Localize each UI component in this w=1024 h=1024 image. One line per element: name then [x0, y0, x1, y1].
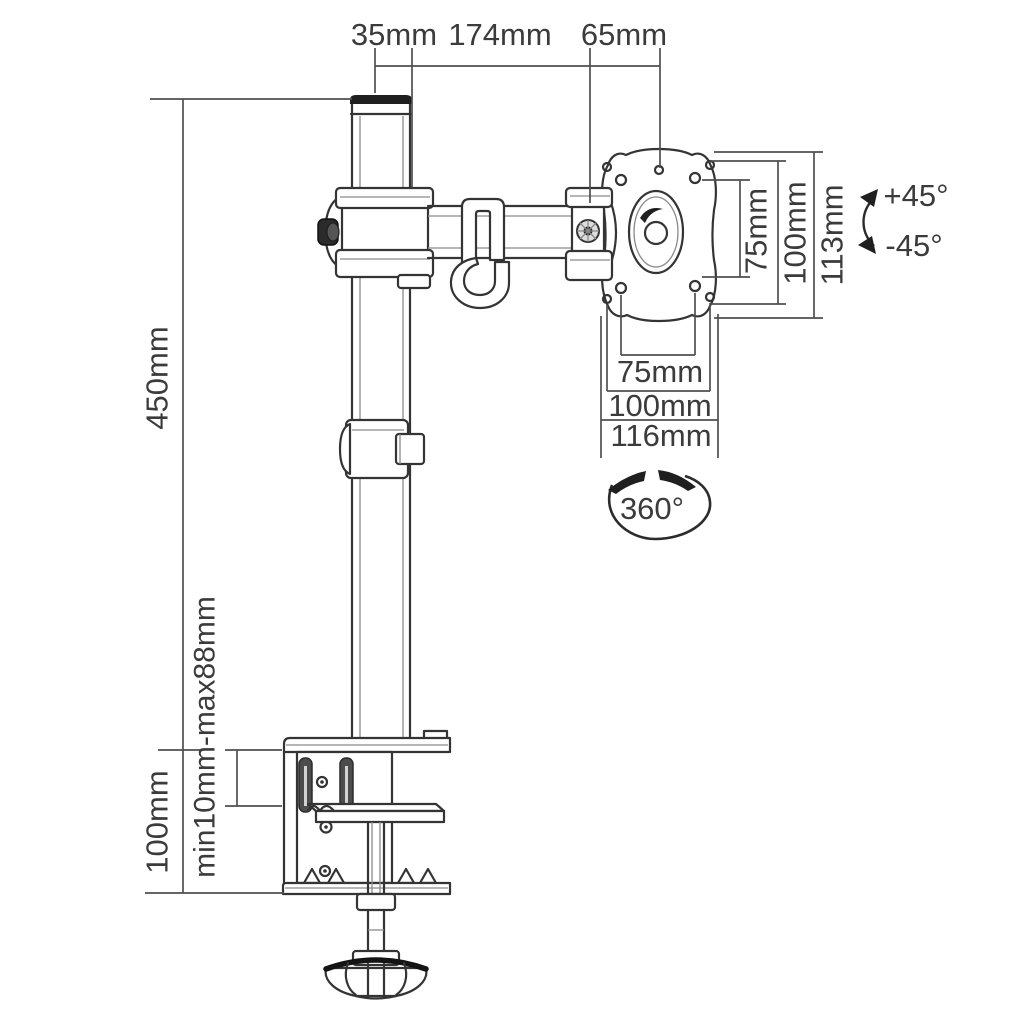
collar-left-cap	[338, 422, 352, 476]
vesa-center-boss	[627, 189, 685, 275]
dim-label-vesa-inner-v: 75mm	[739, 188, 774, 274]
arm-pole-collar	[317, 186, 435, 290]
pole-top-cap	[350, 95, 412, 104]
dim-top: 35mm 174mm 65mm	[351, 17, 667, 203]
vesa-hole-inner	[614, 281, 628, 295]
knob-bowl	[324, 966, 428, 998]
swivel-ellipse	[607, 474, 712, 541]
swivel-annotation: 360°	[607, 470, 712, 541]
grip-tooth	[418, 867, 438, 885]
rod-boss	[355, 892, 397, 912]
joint-top-flange	[564, 186, 614, 209]
vesa-hole-outer	[601, 293, 613, 305]
knob-rim	[323, 957, 429, 972]
arm-collar-top-flange	[334, 186, 435, 210]
swivel-label: 360°	[620, 491, 684, 526]
dim-label-pole-height: 450mm	[140, 326, 175, 429]
vesa-hole-top-center	[653, 164, 665, 176]
vesa-center-hole	[643, 220, 669, 246]
joint-bottom-flange	[564, 249, 614, 282]
vesa-hole-inner	[688, 279, 702, 293]
pole-height-collar	[338, 418, 426, 480]
vesa-hole-inner	[614, 173, 628, 187]
tilt-arrow-up-icon	[860, 189, 878, 207]
boss-notch-mark	[640, 208, 663, 223]
dim-label-vesa-outer-v: 100mm	[778, 181, 813, 284]
arm-collar-tab	[396, 273, 432, 290]
clip-hook	[449, 256, 511, 310]
dim-label-vesa-height: 113mm	[815, 184, 850, 285]
vesa-plate	[601, 147, 717, 323]
slot-highlight	[345, 766, 348, 806]
arm-tube	[426, 204, 592, 260]
knob-bottom-lip	[354, 994, 398, 1000]
tilt-arrow-down-icon	[858, 236, 876, 254]
swivel-arrow-left-icon	[608, 471, 646, 494]
vesa-hole-inner	[688, 171, 702, 185]
clamp-hole-center	[323, 869, 327, 873]
dim-label-pole-offset: 35mm	[351, 17, 437, 52]
clamp-hole-center	[320, 780, 324, 784]
collar-knob	[394, 432, 426, 466]
grip-tooth	[396, 867, 416, 885]
arm-collar-bottom-flange	[334, 248, 435, 279]
dim-label-arm-length: 174mm	[448, 17, 551, 52]
vesa-hole-outer	[601, 161, 613, 173]
knob-facet	[344, 961, 358, 997]
tilt-joint	[564, 186, 618, 282]
tilt-down-label: -45°	[885, 228, 942, 263]
dim-label-vesa-width: 116mm	[610, 418, 711, 453]
dim-left: 450mm 100mm min10mm-max88mm	[140, 98, 352, 894]
dim-label-vesa-inner-h: 75mm	[617, 354, 703, 389]
tilt-annotation: +45° -45°	[858, 178, 948, 263]
cable-clip	[449, 197, 511, 310]
tension-screw-head	[326, 222, 340, 242]
dim-vesa-bottom: 75mm 100mm 116mm	[600, 293, 719, 458]
clamp-hole	[315, 775, 329, 789]
clamp-mid-plate-waves	[306, 804, 336, 813]
vesa-center-boss-inner	[633, 196, 679, 268]
clamp-hole-center	[324, 825, 328, 829]
clamp-mid-plate-front	[314, 809, 446, 824]
clamp-hole	[318, 864, 332, 878]
dim-label-clamp-height: 100mm	[140, 770, 175, 873]
joint-screw-star	[577, 220, 599, 242]
swivel-arrow-right-icon	[658, 470, 696, 491]
clip-band	[460, 197, 506, 266]
dim-label-vesa-offset: 65mm	[581, 17, 667, 52]
dim-label-vesa-outer-h: 100mm	[608, 388, 711, 423]
desk-clamp	[281, 729, 452, 1000]
dim-label-desk-range: min10mm-max88mm	[189, 596, 222, 878]
vesa-hole-outer	[704, 291, 716, 303]
slot-highlight	[304, 766, 307, 806]
tilt-up-label: +45°	[884, 178, 949, 213]
knob-facet	[394, 961, 408, 997]
arm-collar-body	[338, 204, 430, 254]
dim-vesa-right: 75mm 100mm 113mm	[702, 151, 850, 319]
